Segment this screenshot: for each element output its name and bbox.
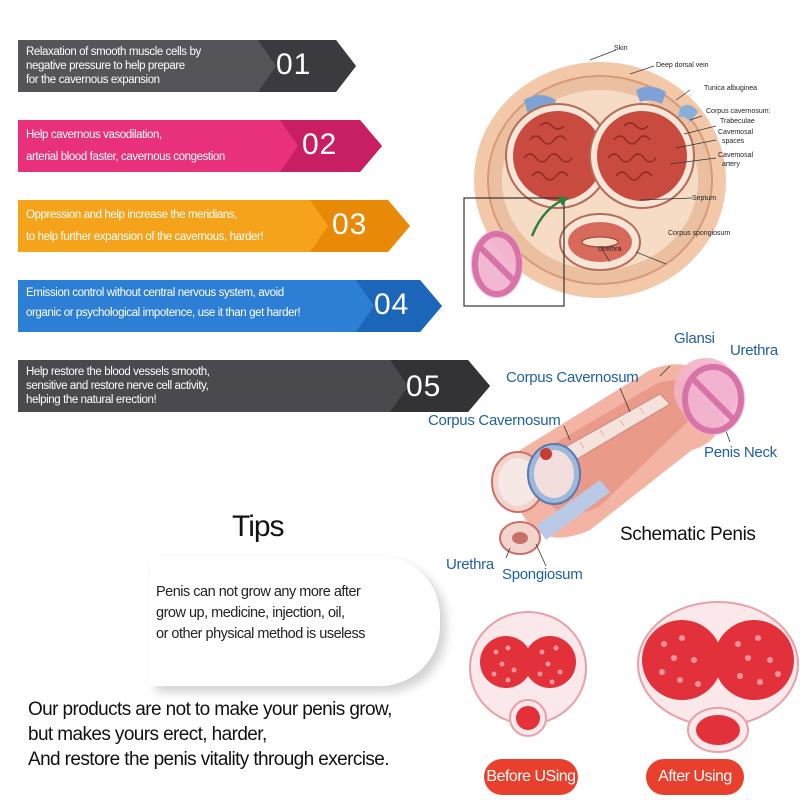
label-glansi: Glansi xyxy=(674,330,715,347)
banner-04: Emission control without central nervous… xyxy=(18,280,442,332)
banner-04-line-1: Emission control without central nervous… xyxy=(26,287,284,299)
banner-01-line-2: negative pressure to help prepare xyxy=(26,60,185,72)
banner-01: Relaxation of smooth muscle cells by neg… xyxy=(18,40,356,92)
label-corpus-spongiosum-cs: Corpus spongiosum xyxy=(668,230,731,237)
banner-01-line-1: Relaxation of smooth muscle cells by xyxy=(26,46,201,58)
banner-03-shape xyxy=(18,200,410,252)
label-septum: Septum xyxy=(692,195,717,202)
banner-04-shape xyxy=(18,280,442,332)
label-urethra-top: Urethra xyxy=(730,342,778,359)
tips-line-1: Penis can not grow any more after xyxy=(156,584,361,600)
banner-04-number: 04 xyxy=(374,288,410,321)
banner-03-text: Oppression and help increase the meridia… xyxy=(26,208,264,244)
bottom-line-3: And restore the penis vitality through e… xyxy=(28,749,390,770)
banner-01-text: Relaxation of smooth muscle cells by neg… xyxy=(26,45,201,87)
schematic-illustration xyxy=(491,358,738,567)
banner-03-number: 03 xyxy=(332,208,368,241)
label-corpus-cavernosum-cs: Corpus cavernosum: xyxy=(706,108,771,115)
banner-03: Oppression and help increase the meridia… xyxy=(18,200,410,252)
banner-04-line-2: organic or psychological impotence, use … xyxy=(26,307,301,319)
label-urethra-cs: Urethra xyxy=(598,246,622,253)
label-penis-neck: Penis Neck xyxy=(704,444,777,461)
label-spongiosum: Spongiosum xyxy=(502,566,583,583)
banner-05: Help restore the blood vessels smooth, s… xyxy=(18,360,490,412)
label-cavernosal-artery-2: artery xyxy=(722,161,740,168)
banner-04-text: Emission control without central nervous… xyxy=(26,286,301,320)
banner-02-line-1: Help cavernous vasodilation, xyxy=(26,129,162,141)
banner-05-line-3: helping the natural erection! xyxy=(26,394,157,406)
banner-05-text: Help restore the blood vessels smooth, s… xyxy=(26,365,210,407)
label-cavernosal-spaces-2: spaces xyxy=(722,138,745,145)
banner-05-number: 05 xyxy=(406,370,442,403)
tips-title: Tips xyxy=(232,510,285,543)
prohibited-icon-2 xyxy=(681,363,745,435)
banner-05-line-2: sensitive and restore nerve cell activit… xyxy=(26,380,209,392)
label-trabeculae: Trabeculae xyxy=(720,118,755,125)
banner-02: Help cavernous vasodilation, arterial bl… xyxy=(18,120,382,172)
label-tunica-albuginea: Tunica albuginea xyxy=(704,85,758,92)
inset-frame xyxy=(463,197,565,307)
banner-05-shape xyxy=(18,360,490,412)
schematic-title: Schematic Penis xyxy=(620,524,756,545)
banner-01-number: 01 xyxy=(276,48,312,81)
banner-02-shape xyxy=(18,120,382,172)
label-skin: Skin xyxy=(614,45,628,52)
label-urethra-bottom: Urethra xyxy=(446,556,494,573)
banner-02-number: 02 xyxy=(302,128,338,161)
before-cross-section xyxy=(469,611,587,737)
banner-05-line-1: Help restore the blood vessels smooth, xyxy=(26,366,210,378)
bottom-line-1: Our products are not to make your penis … xyxy=(28,699,392,720)
label-cavernosal-spaces-1: Cavemosal xyxy=(718,129,754,136)
prohibited-icon xyxy=(471,230,523,298)
banner-01-line-3: for the cavernous expansion xyxy=(26,74,160,86)
label-corpus-cavernosum-2: Corpus Cavernosum xyxy=(428,412,561,429)
tips-line-2: grow up, medicine, injection, oil, xyxy=(156,605,345,621)
bottom-line-2: but makes yours erect, harder, xyxy=(28,724,267,745)
label-deep-dorsal-vein: Deep dorsal vein xyxy=(656,62,709,69)
banner-01-shape xyxy=(18,40,356,92)
bottom-statement: Our products are not to make your penis … xyxy=(28,697,392,772)
tips-line-3: or other physical method is useless xyxy=(156,626,365,642)
tips-text: Penis can not grow any more after grow u… xyxy=(156,582,365,645)
banner-03-line-1: Oppression and help increase the meridia… xyxy=(26,209,238,221)
banner-03-line-2: to help further expansion of the caverno… xyxy=(26,231,264,243)
banner-02-text: Help cavernous vasodilation, arterial bl… xyxy=(26,128,225,164)
cross-section-illustration xyxy=(463,49,726,307)
tips-card xyxy=(150,556,440,686)
label-corpus-cavernosum-1: Corpus Cavernosum xyxy=(506,369,639,386)
after-cross-section xyxy=(637,601,799,753)
comparison-illustration xyxy=(469,601,799,753)
banner-02-line-2: arterial blood faster, cavernous congest… xyxy=(26,151,225,163)
before-label: Before USing xyxy=(484,759,578,795)
label-cavernosal-artery-1: Cavemosal xyxy=(718,152,754,159)
after-label: After Using xyxy=(646,759,744,795)
